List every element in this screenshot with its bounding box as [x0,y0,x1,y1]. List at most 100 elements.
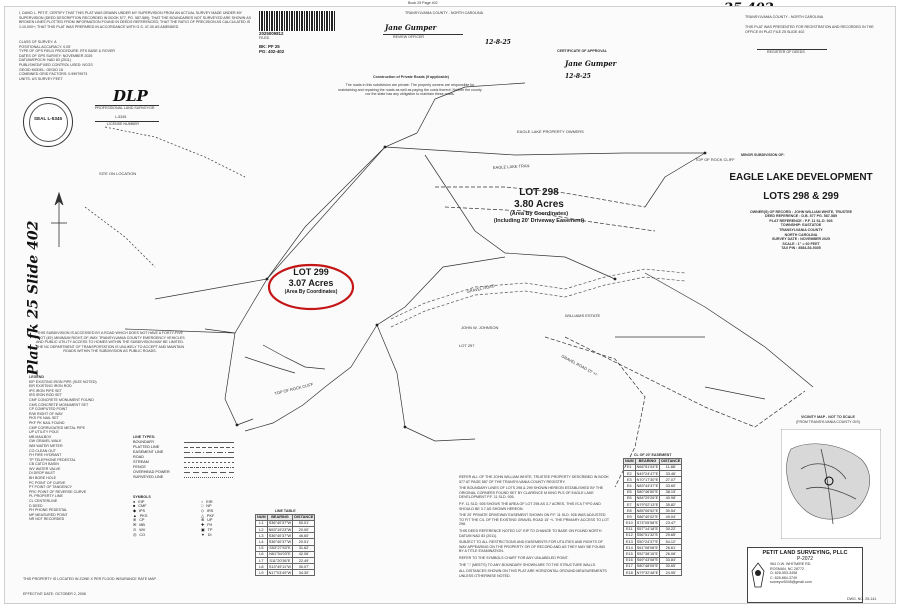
symbol-item: ⊕CP [133,518,145,523]
symbol-icon: ◇ [201,509,204,513]
easement-table: CL OF 20' EASEMENT NUM BEARING DISTANCE … [623,453,683,577]
boundary-line-east [424,154,616,280]
review-date: 12-8-25 [485,39,511,46]
lot-299-label: LOT 299 3.07 Acres (Area By Coordinates) [284,267,338,295]
page-ref-text: Book 25 Page 402 [408,1,438,5]
surveyor-seal: SEAL L-5345 [23,97,73,147]
boundary-line-north [266,132,418,280]
legend-item: CMS CONCRETE MONUMENT SET [29,402,89,407]
line-type-item: STREAM [133,460,253,465]
legend-item: CL CENTERLINE [29,499,58,504]
legend-item: WV WATER VALVE [29,466,61,471]
approval-signature: Jane Gumper [565,59,617,68]
legend-item: IPS IRON PIPE SET [29,388,62,393]
symbol-icon: ■ [133,504,136,509]
note-item: THE "-" (MEETS) TO ANY BOUNDARY SHOWN AR… [459,562,597,567]
symbol-item: ✉MB [133,523,145,528]
general-notes: REFER ALL OF THE JOHN WILLIAM WHITE, TRU… [459,475,609,580]
note-item: THE BOUNDARY LINES OF LOTS 298 & 299 SHO… [459,486,604,500]
line-type-item: SURVEYED LINE [133,475,253,480]
symbol-icon: ✉ [133,523,137,528]
legend: LEGEND EIP EXISTING IRON PIPE (SIZE NOTE… [29,375,139,522]
surveyor-certification: I, DAVID L. PETIT, CERTIFY THAT THIS PLA… [19,11,251,29]
access-note: THIS SUBDIVISION IS ACCESSED BY A ROAD W… [35,331,185,354]
legend-item: BH BORE HOLE [29,476,56,481]
lots-title: LOTS 298 & 299 [763,190,839,202]
county-label-center: TRANSYLVANIA COUNTY - NORTH CAROLINA [405,11,484,15]
symbol-item: ▲PKS [133,513,148,518]
review-officer-label: REVIEW OFFICER [393,35,424,39]
private-roads-title: Construction of Private Roads (if applic… [373,75,449,79]
line-type-item: ROAD [133,455,253,460]
firm-logo-icon [749,561,767,589]
line-type-item: PLATTED LINE [133,445,253,450]
vicinity-map [781,429,881,539]
symbol-icon: ▲ [133,513,137,518]
symbol-item: ⊙WV [133,527,146,532]
symbol-icon: ▣ [201,527,205,532]
approval-title: CERTIFICATE OF APPROVAL [557,49,608,53]
symbols: SYMBOLS ●EIP○EIR■CMF□NP◆IPS◇IRS▲PKS△PKF⊕… [133,495,263,537]
line-type-item: FENCE [133,465,253,470]
register-label: REGISTER OF DEEDS [767,50,805,54]
johnson-label: JOHN W. JOHNSON [461,325,498,330]
approval-date: 12-8-25 [565,73,591,80]
symbol-icon: △ [201,513,204,518]
gravel-road-label: GRAVEL ROAD [466,283,495,294]
williams-label: WILLIAMS ESTATE [565,313,601,318]
line-type-sample [184,461,234,463]
legend-item: D DEED [29,503,43,508]
symbol-item: ◆IPS [133,509,146,513]
symbol-icon: ○ [201,499,204,504]
symbol-item: ▣TP [201,527,213,532]
symbol-item: △PKF [201,513,215,518]
symbol-item: ◎CO [133,532,146,537]
register-note: THIS PLAT WAS PRESENTED FOR REGISTRATION… [745,25,874,34]
legend-item: PL PROPERTY LINE [29,494,63,499]
surveyor-signature: DLP [113,87,148,105]
north-arrow-icon [51,191,67,247]
title-block: MINOR SUBDIVISION OF: EAGLE LAKE DEVELOP… [713,153,889,251]
license-number: L-5345 [115,115,127,119]
symbol-icon: □ [201,504,204,509]
drawing-number: DWG. NO. 25-141 [847,597,877,601]
recording-stamp: 2025009812 FILED BK: PF 25 PG: 402-402 [259,11,335,67]
symbol-icon: ✚ [201,523,205,528]
note-item: THE 20' PRIVATE DRIVEWAY EASEMENT SHOWN … [459,513,609,527]
project-title: EAGLE LAKE DEVELOPMENT [729,171,873,183]
top-of-rock-label-2: TOP OF ROCK CLIFF [695,157,735,162]
line-type-sample [184,456,234,458]
legend-item: PRC POINT OF REVERSE CURVE [29,489,87,494]
survey-details: CLASS OF SURVEY: A POSITIONAL ACCURACY: … [19,40,115,81]
legend-item: MP MEASURED POINT [29,512,68,517]
legend-item: WM WATER METER [29,443,63,448]
symbol-icon: ● [133,499,136,504]
symbol-icon: ⊕ [133,518,137,523]
legend-item: NR NOT RECORDED [29,517,65,522]
legend-list: EIP EXISTING IRON PIPE (SIZE NOTED)EIR E… [29,380,139,522]
firm-block: PETIT LAND SURVEYING, PLLC P-2072 964 O.… [747,547,863,603]
legend-item: MB MAILBOX [29,434,52,439]
legend-item: CO CLEAN OUT [29,448,56,453]
flood-note: THIS PROPERTY IS LOCATED IN ZONE X PER F… [23,577,156,581]
private-roads-text: The roads in this subdivision are privat… [338,83,482,97]
legend-item: TP TELEPHONE PEDESTAL [29,457,76,462]
eagle-lake-poa-label: EAGLE LAKE PROPERTY OWNERS [517,129,584,134]
legend-item: PT POINT OF TANGENCY [29,485,73,490]
symbol-item: ○EIR [201,499,213,504]
effective-date: EFFECTIVE DATE: OCTOBER 2, 2008 [23,592,86,596]
legend-item: CMP CORRUGATED METAL PIPE [29,425,85,430]
note-item: ALL DISTANCES SHOWN ON THIS PLAT ARE HOR… [459,569,607,578]
line-type-sample [184,466,234,468]
legend-item: UP UTILITY POLE [29,430,59,435]
symbol-item: □NP [201,504,212,509]
legend-item: GW GRAVEL WALK [29,439,62,444]
symbol-icon: ▼ [201,532,205,537]
gravel-road-20-label: GRAVEL ROAD 15' +/- [561,353,600,377]
line-type-item: EASEMENT LINE [133,450,253,455]
symbol-icon: ⊗ [201,518,205,523]
